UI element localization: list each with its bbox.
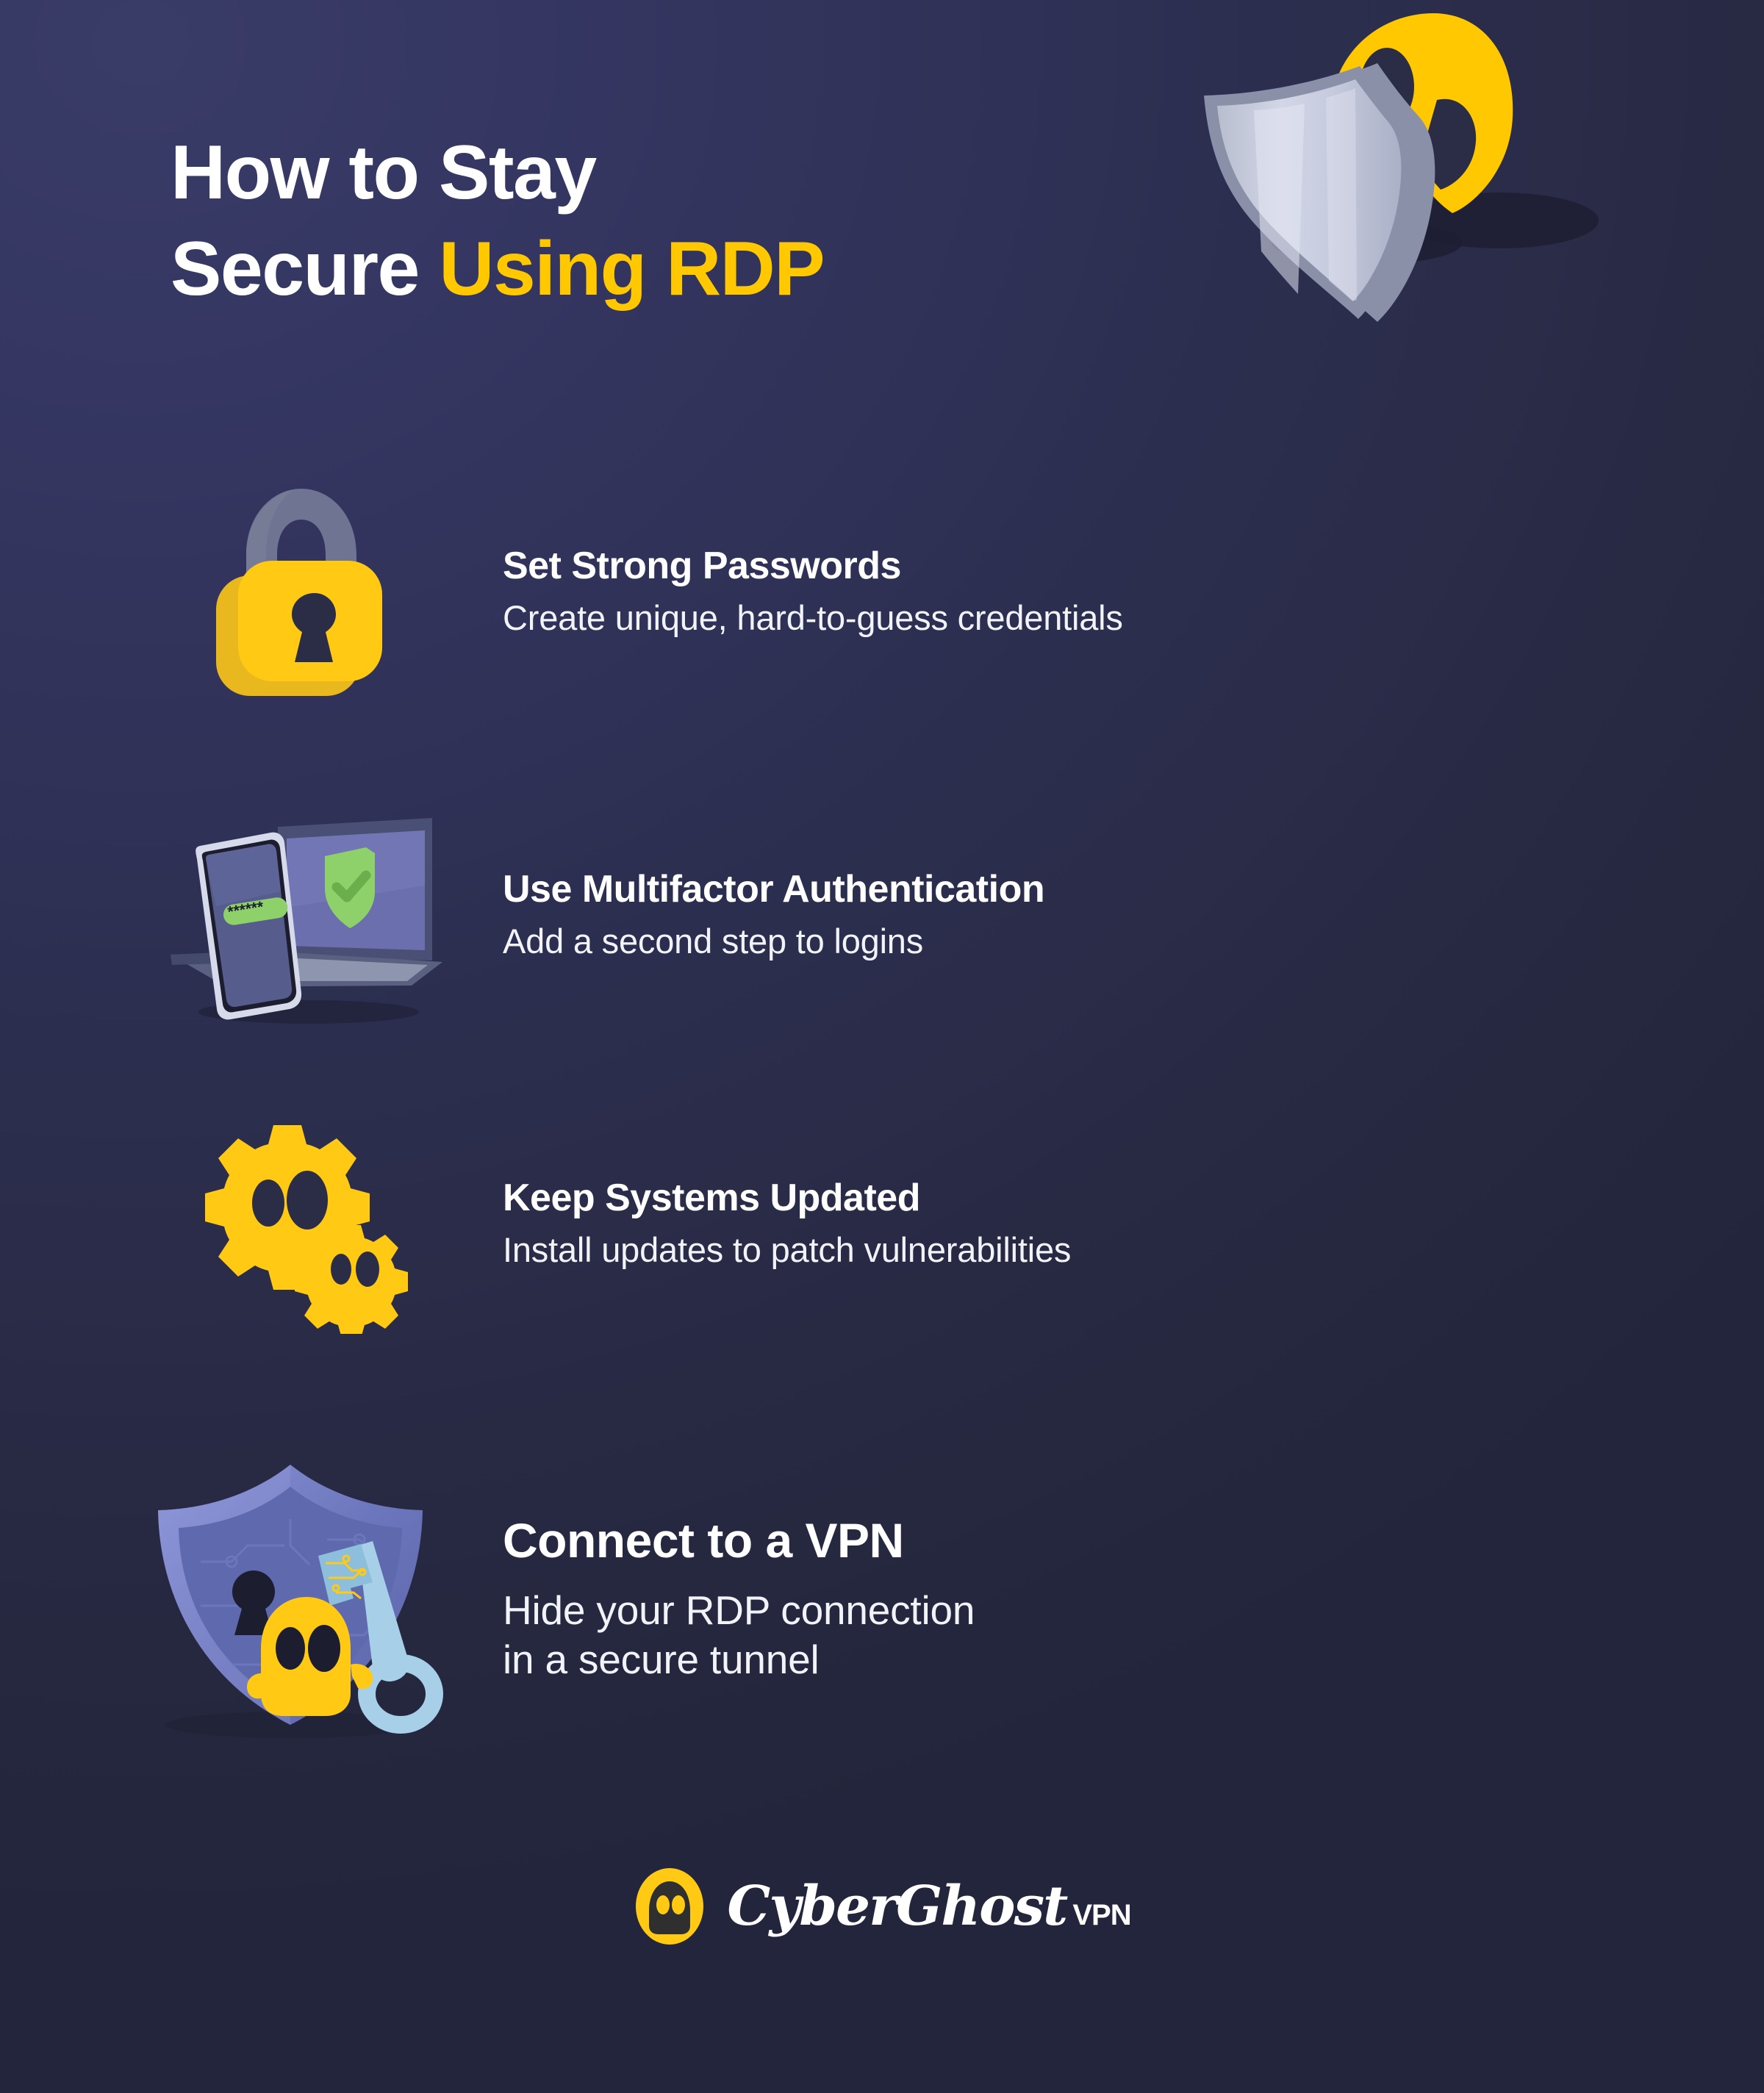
shield-with-ghost-icon <box>1147 7 1617 434</box>
laptop-keyboard <box>262 958 428 981</box>
gear-large-eye-left <box>252 1180 284 1227</box>
ghost-mascot-eye-left <box>276 1627 305 1670</box>
brand-wordmark: CyberGhost VPN <box>727 1875 1131 1938</box>
tip-description: Add a second step to logins <box>503 921 924 961</box>
ghost-arm-left <box>246 1673 267 1699</box>
logo-ghost-body <box>649 1881 691 1934</box>
gear-small <box>295 1225 408 1334</box>
tip-text-mfa: Use Multifactor Authentication Add a sec… <box>492 867 1654 963</box>
tip-text-updates: Keep Systems Updated Install updates to … <box>492 1176 1654 1271</box>
phone-screen-gloss <box>206 844 281 906</box>
ghost-mascot-eye-right <box>308 1625 340 1672</box>
logo-ghost-eye-right <box>672 1895 686 1914</box>
logo-ghost-eye-left <box>656 1895 670 1914</box>
tip-description-line-1: Hide your RDP connection <box>503 1587 975 1633</box>
tip-row-vpn: Connect to a VPN Hide your RDP connectio… <box>110 1440 1654 1756</box>
tip-text-vpn: Connect to a VPN Hide your RDP connectio… <box>492 1512 1654 1684</box>
page-title: How to Stay Secure Using RDP <box>171 125 1067 317</box>
laptop-phone-mfa-icon: ****** <box>110 805 492 1025</box>
footer-brand-logo: CyberGhost VPN <box>0 1867 1764 1946</box>
tip-title: Set Strong Passwords <box>503 545 901 588</box>
gear-large-eye-right <box>287 1171 328 1229</box>
key-icon <box>318 1541 443 1734</box>
tip-description: Install updates to patch vulnerabilities <box>503 1229 1072 1269</box>
shield-key-ghost-icon <box>110 1451 492 1745</box>
key-bit <box>318 1544 373 1606</box>
tip-description: Create unique, hard-to-guess credentials <box>503 597 1123 637</box>
gears-svg <box>205 1125 408 1334</box>
cyberghost-ghost-logo-icon <box>636 1868 704 1945</box>
screen-checkmark-icon <box>331 870 371 902</box>
gear-small-body <box>295 1225 408 1334</box>
title-line-1: How to Stay <box>171 130 597 215</box>
tip-title: Use Multifactor Authentication <box>503 868 1045 911</box>
vpn-keyhole <box>232 1570 275 1635</box>
title-line-2-plain: Secure <box>171 226 440 312</box>
tip-row-passwords: Set Strong Passwords Create unique, hard… <box>110 470 1654 713</box>
padlock-icon <box>110 481 492 702</box>
key-bow <box>358 1654 443 1734</box>
vpn-svg <box>158 1465 443 1738</box>
title-line-2-accent: Using RDP <box>439 226 825 312</box>
gear-small-eye-right <box>356 1252 379 1287</box>
tip-description-line-2: in a secure tunnel <box>503 1636 820 1682</box>
mfa-svg: ****** <box>171 818 442 1024</box>
hero-illustration-svg <box>1204 13 1599 322</box>
shield-stripe-b <box>1326 88 1357 301</box>
laptop-base-left <box>171 952 220 965</box>
brand-name: CyberGhost <box>727 1875 1068 1938</box>
password-field <box>223 897 288 925</box>
ghost-mascot <box>246 1597 373 1716</box>
ghost-arm-right <box>351 1663 373 1690</box>
padlock-keyhole <box>292 593 336 662</box>
gears-icon <box>110 1113 492 1334</box>
gear-small-eye-left <box>331 1254 351 1285</box>
key-circuit-pattern <box>326 1554 367 1600</box>
tip-title: Connect to a VPN <box>503 1512 904 1568</box>
tip-row-updates: Keep Systems Updated Install updates to … <box>110 1102 1654 1345</box>
shield-stripe-a <box>1254 104 1305 294</box>
title-line-2: Secure Using RDP <box>171 221 1067 317</box>
tip-title: Keep Systems Updated <box>503 1177 920 1220</box>
brand-suffix: VPN <box>1072 1899 1131 1931</box>
tip-text-passwords: Set Strong Passwords Create unique, hard… <box>492 544 1654 639</box>
tip-row-mfa: ****** Use Multifactor Authentication Ad… <box>110 794 1654 1036</box>
padlock-svg <box>216 489 382 696</box>
